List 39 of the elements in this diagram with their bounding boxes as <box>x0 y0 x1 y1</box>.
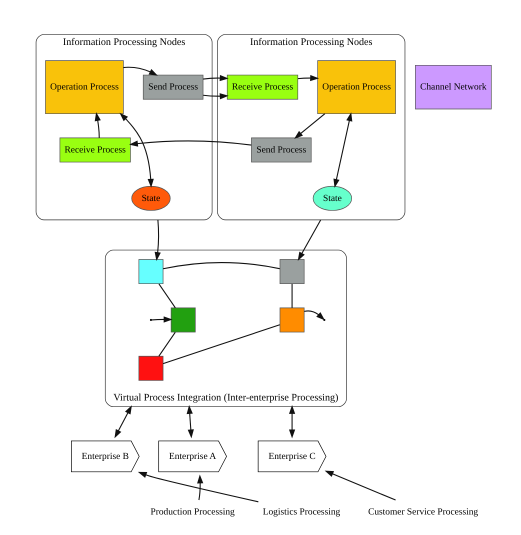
node-text: Production Processing <box>150 508 234 518</box>
node-text: Logistics Processing <box>262 508 340 518</box>
connector <box>158 332 176 356</box>
arrow <box>151 316 172 323</box>
connector <box>158 284 176 308</box>
arrow <box>196 474 203 500</box>
node-square <box>170 308 196 332</box>
arrow <box>324 470 396 501</box>
node-ellipse: State <box>312 186 352 211</box>
node-box: Receive Process <box>59 138 130 162</box>
arrow <box>94 112 100 138</box>
arrow <box>202 74 228 100</box>
arrow <box>332 112 352 188</box>
arrow <box>122 66 158 76</box>
arrow <box>119 112 154 188</box>
arrow <box>294 113 325 139</box>
node-square <box>138 259 163 284</box>
node-box: Send Process <box>250 138 312 162</box>
arrow <box>128 140 251 147</box>
connector <box>162 262 280 270</box>
arrow <box>154 220 160 262</box>
connector <box>291 284 292 308</box>
arrow <box>186 405 194 438</box>
node-square <box>138 356 163 381</box>
node-box: Receive Process <box>226 74 298 100</box>
arrow <box>137 472 258 502</box>
arrow <box>297 74 319 82</box>
node-square <box>279 259 304 284</box>
node-text: Customer Service Processing <box>368 508 478 518</box>
node-box: Operation Process <box>44 60 124 114</box>
arrow <box>297 220 321 261</box>
node-square <box>279 308 304 332</box>
connector <box>162 324 280 364</box>
node-box: Channel Network <box>414 64 492 110</box>
node-box: Operation Process <box>316 60 396 114</box>
arrow <box>288 405 295 438</box>
arrow <box>114 405 132 438</box>
node-ellipse: State <box>130 186 170 211</box>
node-box: Send Process <box>142 74 203 100</box>
